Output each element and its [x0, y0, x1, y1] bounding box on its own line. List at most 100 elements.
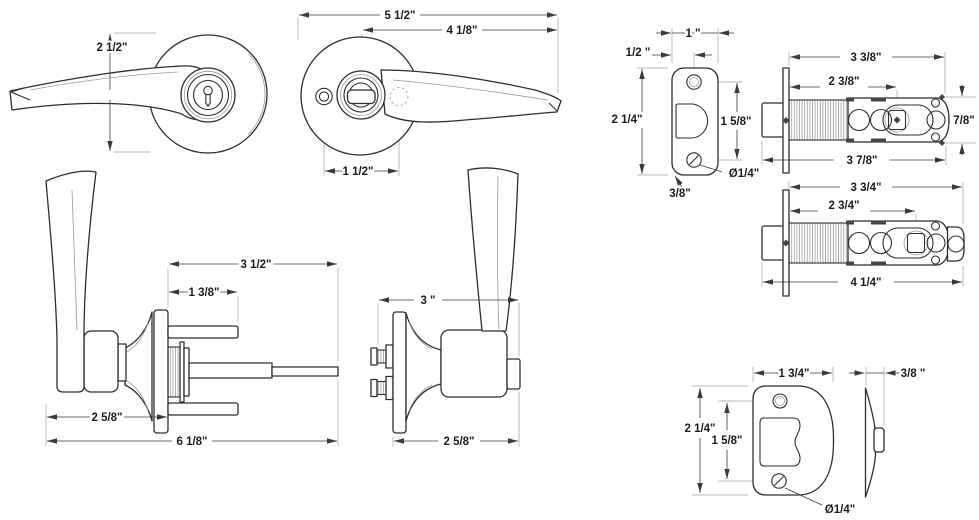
- corner-marker: [939, 94, 945, 100]
- dim-hole-spacing: 1 1/2": [342, 166, 373, 178]
- case-hole-end: [926, 233, 946, 253]
- lever-tip-facet: [10, 87, 31, 101]
- dim-faceplate-width: 1 ": [685, 28, 700, 40]
- spindle-hub-shadow: [903, 230, 929, 256]
- lever-blade-profile: [467, 167, 519, 332]
- dim-edge-to-screw: 1/2 ": [626, 47, 651, 59]
- strike-screw-bottom: [771, 473, 787, 489]
- dim-faceplate-height: 2 1/4": [611, 114, 642, 126]
- dim-screw-spacing: 1 5/8": [720, 116, 751, 128]
- dim-overall-width: 5 1/2": [384, 10, 415, 22]
- cap-screw-hole: [930, 221, 941, 231]
- cylinder-body: [186, 73, 230, 117]
- case-hole-end: [926, 110, 946, 130]
- dim-strike-screw-spacing: 1 5/8": [711, 435, 742, 447]
- case-hole: [869, 108, 893, 132]
- dim-spindle-length: 3 1/2": [240, 259, 271, 271]
- lever-hub-block: [440, 329, 508, 398]
- lever-hub-block: [83, 330, 119, 393]
- case-hole: [869, 231, 893, 255]
- spindle-nut: [183, 347, 190, 397]
- dim-overall-depth: 3 ": [420, 295, 435, 307]
- centerline-marker: [782, 239, 790, 247]
- hub-ring: [340, 74, 382, 116]
- spindle-square-hole: [906, 232, 926, 254]
- case-tab: [846, 138, 854, 143]
- rose-cone-lines: [126, 322, 149, 411]
- case-tab: [871, 138, 886, 143]
- case-hole: [847, 231, 871, 255]
- spindle-hub-shadow: [884, 107, 910, 133]
- extension-link: [946, 226, 965, 262]
- dim-lever-length: 4 1/8": [446, 25, 477, 37]
- dim-strike-width: 1 3/4": [778, 368, 809, 380]
- faceplate-screw-hole-top: [686, 74, 702, 90]
- rose-cone-profile: [405, 312, 442, 422]
- strike-latch-opening: [759, 417, 801, 467]
- rose-cone-lines: [408, 321, 433, 412]
- rose-cone-profile: [124, 311, 153, 422]
- dim-lip-depth: 3/8 ": [901, 368, 926, 380]
- dim-overall-length: 6 1/8": [176, 436, 207, 448]
- dim-projection: 2 5/8": [443, 436, 474, 448]
- strike-plate-outline: [752, 385, 835, 496]
- case-tab: [871, 261, 886, 266]
- mounting-post-top: [167, 325, 239, 339]
- dim-strike-screw-diameter: Ø1/4": [825, 504, 855, 516]
- spindle-threads: [167, 346, 181, 398]
- dim-overall-length: 3 7/8": [846, 155, 877, 167]
- screw-slot: [774, 476, 784, 486]
- strike-lip-tab: [873, 427, 885, 453]
- view-latch-faceplate: 1 " 1/2 " 2 1/4" 1 5/8" Ø1/4" 3/8": [609, 26, 761, 202]
- blade-ridge-line: [496, 175, 500, 330]
- emergency-hole-inner: [318, 91, 330, 102]
- view-latch-standard: 3 3/8" 2 3/8" 7/8" 3 7/8": [761, 50, 977, 174]
- lever-tip-facet: [548, 102, 558, 112]
- lever-blade-profile: [45, 170, 97, 393]
- screw-dia-leader: [784, 487, 823, 506]
- case-tab: [846, 220, 854, 225]
- view-lever-front-interior: 5 1/2" 4 1/8" 1 1/2": [297, 8, 562, 180]
- catch-hole-hidden: [389, 87, 409, 106]
- lever-ridge-line: [29, 71, 179, 91]
- hub-step: [117, 343, 127, 382]
- view-lever-side-interior: 3 " 2 5/8": [370, 167, 521, 450]
- adjustment-slot: [882, 104, 934, 136]
- mounting-post-bottom: [167, 402, 239, 416]
- faceplate-screw-hole-top-inner: [689, 77, 700, 88]
- keyhole-icon: [203, 85, 213, 96]
- case-tab: [871, 220, 886, 225]
- screw-washer: [385, 375, 394, 401]
- dim-case-height: 7/8": [953, 115, 974, 127]
- view-latch-extended: 3 3/4" 2 3/4" 4 1/4": [761, 180, 965, 297]
- centerline-marker: [782, 117, 790, 124]
- strike-screw-hole-top: [772, 393, 788, 409]
- keyway-slot: [205, 94, 211, 107]
- case-hole: [847, 108, 871, 132]
- lever-ridge-line: [392, 79, 549, 101]
- cylinder-face: [192, 79, 224, 111]
- corner-marker: [939, 140, 945, 146]
- case-tab: [871, 97, 886, 102]
- screw-dia-leader: [699, 164, 723, 173]
- screw-slot: [689, 155, 699, 165]
- latch-tube-knurled: [788, 99, 849, 141]
- cap-screw-hole: [930, 98, 941, 108]
- dim-lever-height: 2 1/2": [96, 42, 127, 54]
- hub-body: [343, 77, 379, 113]
- rose-flange-profile: [153, 309, 169, 434]
- spindle-tip: [271, 366, 339, 377]
- dim-plate-to-end: 3 3/8": [850, 52, 881, 64]
- case-tab: [846, 97, 854, 102]
- screw-shaft: [376, 349, 387, 364]
- thumbturn-slot: [346, 89, 376, 105]
- spindle-center-marker: [893, 116, 901, 124]
- cylinder-ring: [183, 70, 233, 120]
- extension-link-hole: [947, 235, 965, 253]
- latch-tube-knurled: [788, 222, 849, 264]
- cap-screw-hole: [930, 255, 941, 265]
- case-tab: [846, 261, 854, 266]
- view-strike-plate: 1 3/4" 3/8 " 2 1/4" 1 5/8" Ø1/4": [682, 366, 927, 518]
